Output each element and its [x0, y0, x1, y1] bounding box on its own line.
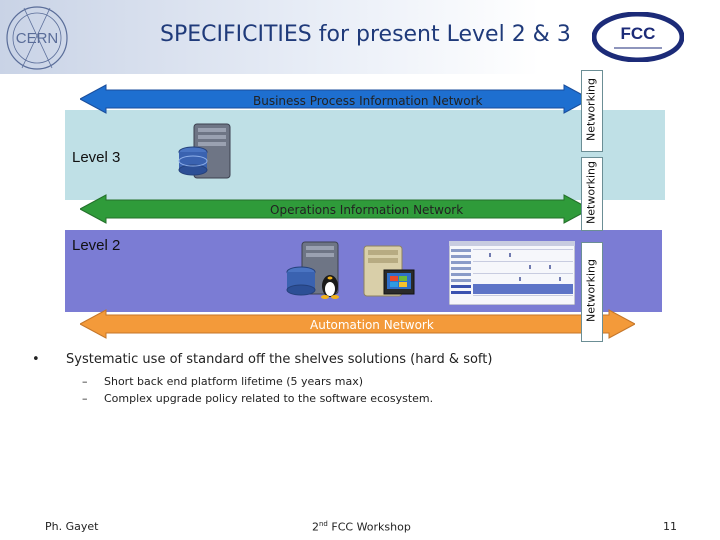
networking-box-middle	[581, 157, 603, 231]
page-title: SPECIFICITIES for present Level 2 & 3	[160, 22, 571, 47]
bullet-marker: •	[32, 352, 40, 367]
footer-author: Ph. Gayet	[45, 520, 99, 533]
networking-label-top: Networking	[584, 78, 598, 141]
sub-item-1: Short back end platform lifetime (5 year…	[104, 375, 364, 388]
level2-label: Level 2	[72, 237, 121, 254]
level3-label: Level 3	[72, 149, 121, 166]
automation-network-arrow	[80, 309, 635, 339]
footer-event-sup: nd	[319, 520, 328, 528]
networking-label-bottom: Networking	[584, 259, 598, 322]
operations-network-arrow	[80, 194, 590, 224]
footer-event-prefix: 2	[312, 520, 319, 534]
automation-network-label: Automation Network	[310, 318, 434, 332]
networking-box-top	[581, 70, 603, 152]
bullet-text: Systematic use of standard off the shelv…	[66, 352, 493, 367]
fcc-logo-text: FCC	[621, 24, 656, 43]
networking-box-bottom	[581, 242, 603, 342]
server-database-icon	[178, 123, 231, 179]
footer-event: 2nd FCC Workshop	[312, 520, 411, 534]
business-network-arrow	[80, 84, 590, 114]
linux-server-icon	[286, 241, 339, 299]
sub-item-2: Complex upgrade policy related to the so…	[104, 392, 434, 405]
fcc-logo: FCC	[592, 12, 684, 62]
sub-marker-2: –	[82, 392, 88, 405]
scada-screenshot-thumbnail	[449, 241, 575, 305]
cern-logo: CERN	[6, 6, 68, 70]
sub-marker-1: –	[82, 375, 88, 388]
windows-server-icon	[363, 245, 415, 297]
footer-event-suffix: FCC Workshop	[327, 520, 411, 534]
business-network-label: Business Process Information Network	[253, 94, 483, 108]
level3-band	[65, 110, 665, 200]
networking-label-middle: Networking	[584, 161, 598, 224]
operations-network-label: Operations Information Network	[270, 203, 464, 217]
page-number: 11	[663, 520, 677, 533]
cern-logo-text: CERN	[16, 30, 59, 47]
